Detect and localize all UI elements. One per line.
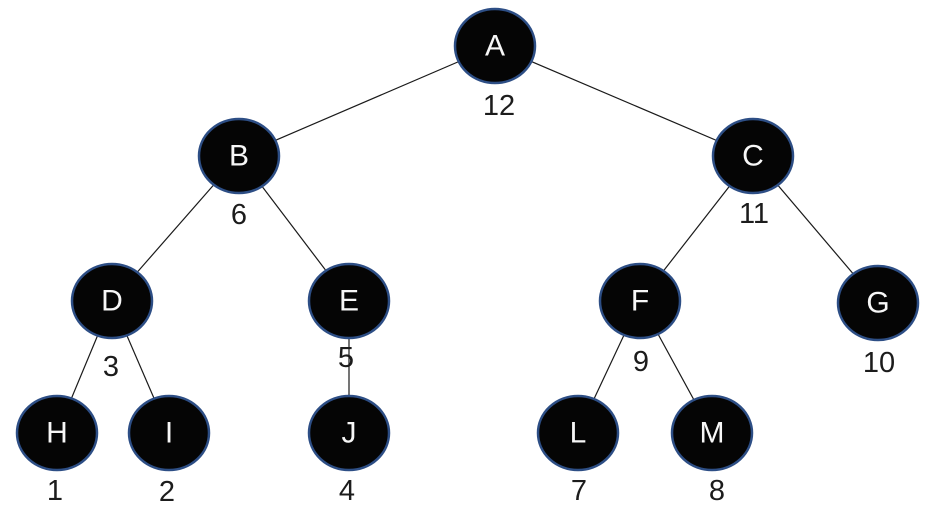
- node-number-B: 6: [231, 199, 247, 231]
- node-label-J: J: [342, 417, 357, 450]
- node-number-D: 3: [103, 351, 119, 383]
- node-number-H: 1: [47, 475, 63, 507]
- tree-node-J: [307, 394, 391, 472]
- node-number-G: 10: [863, 347, 895, 379]
- node-number-E: 5: [338, 342, 354, 374]
- node-label-G: G: [866, 287, 889, 320]
- tree-node-C: [711, 117, 795, 195]
- edge-A-B: [238, 45, 496, 157]
- tree-node-F: [598, 262, 682, 340]
- tree-node-E: [307, 262, 391, 340]
- node-number-J: 4: [339, 475, 355, 507]
- node-label-A: A: [485, 30, 505, 63]
- node-number-L: 7: [571, 475, 587, 507]
- node-number-C: 11: [739, 198, 769, 230]
- node-label-I: I: [165, 417, 173, 450]
- node-label-C: C: [742, 140, 764, 173]
- tree-node-G: [836, 264, 920, 342]
- tree-node-M: [670, 394, 754, 472]
- tree-node-I: [127, 394, 211, 472]
- tree-node-H: [15, 394, 99, 472]
- tree-node-B: [197, 117, 281, 195]
- node-label-L: L: [570, 417, 587, 450]
- edge-A-C: [494, 45, 754, 157]
- tree-node-D: [70, 262, 154, 340]
- tree-node-A: [453, 7, 537, 85]
- node-label-E: E: [339, 285, 359, 318]
- node-number-A: 12: [483, 90, 515, 122]
- node-label-M: M: [700, 417, 725, 450]
- node-label-B: B: [229, 140, 249, 173]
- node-label-D: D: [101, 285, 123, 318]
- node-label-F: F: [631, 285, 649, 318]
- node-number-F: 9: [633, 346, 649, 378]
- tree-node-L: [536, 394, 620, 472]
- node-number-I: 2: [159, 476, 175, 508]
- node-number-M: 8: [709, 475, 725, 507]
- node-label-H: H: [46, 417, 68, 450]
